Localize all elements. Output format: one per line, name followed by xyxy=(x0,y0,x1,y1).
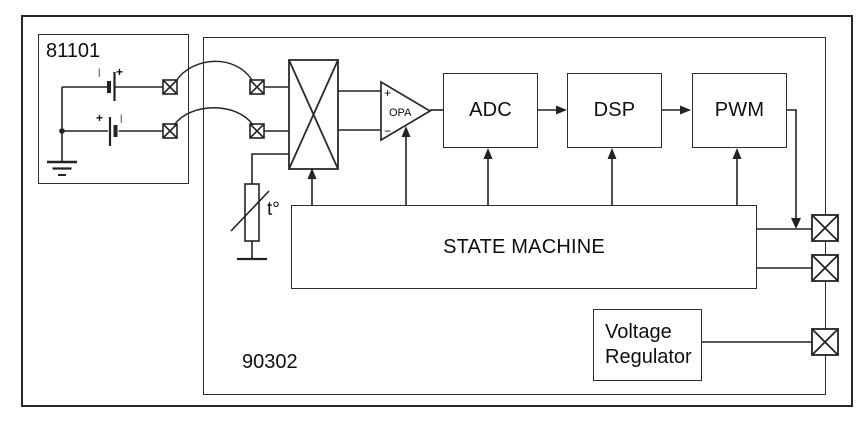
voltage-regulator-block: Voltage Regulator xyxy=(593,309,702,381)
voltage-regulator-label-line2: Regulator xyxy=(605,346,692,368)
pwm-block: PWM xyxy=(692,73,787,148)
battery-module-label: 81101 xyxy=(46,40,101,62)
battery-module-box xyxy=(38,34,189,184)
dsp-block: DSP xyxy=(567,73,662,148)
adc-block: ADC xyxy=(443,73,538,148)
state-machine-block: STATE MACHINE xyxy=(291,205,757,289)
voltage-regulator-label-line1: Voltage xyxy=(605,321,672,343)
asic-label: 90302 xyxy=(242,351,298,373)
